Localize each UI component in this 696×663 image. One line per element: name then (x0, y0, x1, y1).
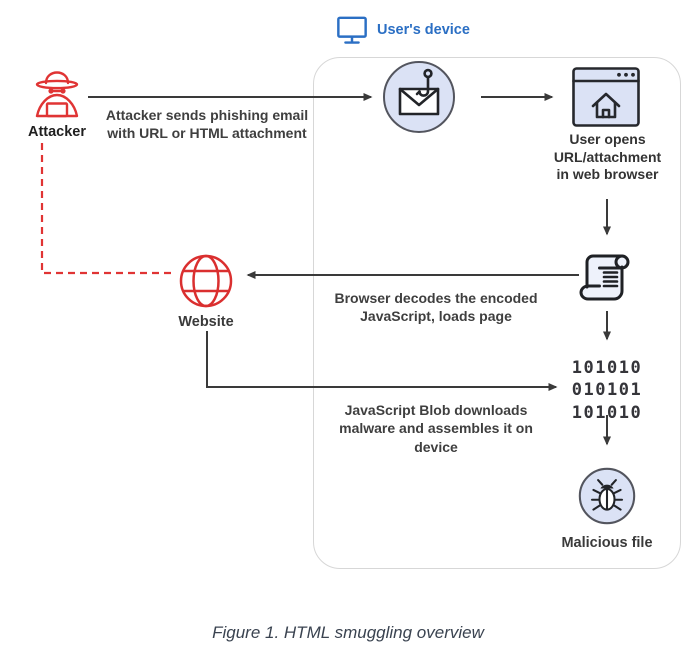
binary-code: 101010 010101 101010 (552, 357, 662, 424)
bug-icon (578, 467, 636, 525)
web-browser-icon (572, 67, 640, 127)
malicious-file-label: Malicious file (561, 535, 653, 551)
binary-line: 101010 (571, 358, 643, 378)
binary-line: 101010 (571, 402, 643, 423)
spy-icon (35, 71, 79, 118)
binary-line: 010101 (571, 380, 643, 401)
annotation-js-blob: JavaScript Blob downloads malware and as… (339, 402, 533, 455)
monitor-icon (337, 16, 367, 44)
figure-caption: Figure 1. HTML smuggling overview (212, 623, 484, 642)
website-label: Website (178, 314, 234, 330)
phishing-email-icon (383, 61, 455, 133)
dashed-attacker-website-link (40, 143, 171, 275)
browser-node-label: User opens URL/attachment in web browser (553, 131, 662, 182)
globe-icon (179, 254, 233, 308)
script-scroll-icon (579, 254, 630, 301)
users-device-label: User's device (377, 22, 470, 38)
annotation-phishing-email: Attacker sends phishing email with URL o… (105, 107, 309, 142)
annotation-browser-decodes: Browser decodes the encoded JavaScript, … (334, 290, 538, 325)
attacker-label: Attacker (27, 124, 87, 140)
